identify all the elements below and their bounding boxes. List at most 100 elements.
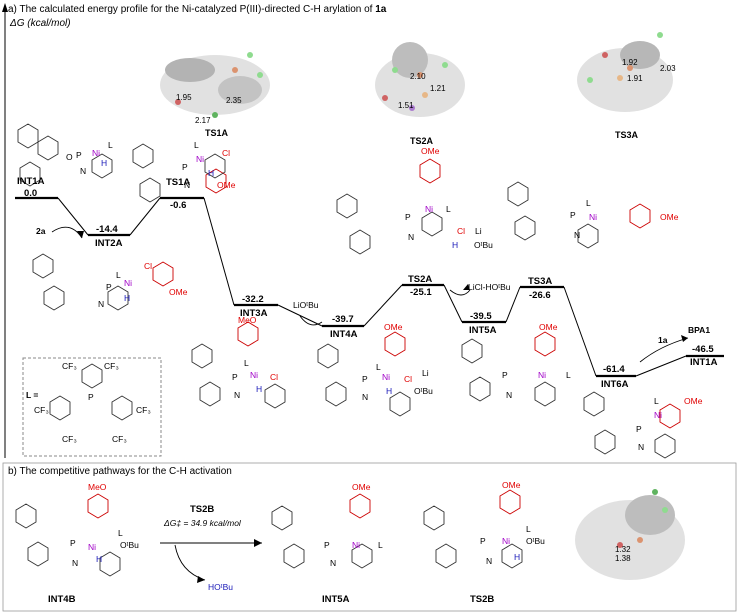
y-axis-label: ΔG (kcal/mol) bbox=[10, 18, 71, 29]
ts1a-dist-3: 2.17 bbox=[195, 116, 211, 125]
ts2a-dist-2: 1.21 bbox=[430, 84, 446, 93]
ts1a-dist-1: 1.95 bbox=[176, 93, 192, 102]
int5a-b-n: N bbox=[330, 558, 337, 568]
byproduct-hotbu: HOᵗBu bbox=[208, 582, 234, 592]
ts3a-image-label: TS3A bbox=[615, 130, 639, 140]
ts2b-h: H bbox=[514, 552, 521, 562]
ts3a-dist-1: 1.92 bbox=[622, 58, 638, 67]
ts2a-image-label: TS2A bbox=[410, 136, 434, 146]
int5a-bot-ome: OMe bbox=[539, 322, 558, 332]
ts2a-ome: OMe bbox=[421, 146, 440, 156]
ts1a-image-label: TS1A bbox=[205, 128, 229, 138]
ts2b-n: N bbox=[486, 556, 493, 566]
energy-ts2a: -25.1 bbox=[410, 287, 432, 298]
ligand-box bbox=[22, 357, 162, 457]
int1a-l: L bbox=[108, 140, 113, 150]
int1a-n: N bbox=[80, 166, 87, 176]
int2a-cl: Cl bbox=[144, 261, 153, 271]
int1a-ni: Ni bbox=[92, 148, 101, 158]
ligand-label: L = bbox=[26, 390, 39, 400]
ts3a-dist-3: 1.91 bbox=[627, 74, 643, 83]
int5a-b-p: P bbox=[324, 540, 330, 550]
ts2a-otbu: OᵗBu bbox=[474, 240, 493, 250]
label-ts2b: TS2B bbox=[470, 594, 495, 605]
int5a-bot-ni: Ni bbox=[538, 370, 547, 380]
ts1a-l: L bbox=[194, 140, 199, 150]
ts2b-barrier: ΔG‡ = 34.9 kcal/mol bbox=[164, 518, 241, 528]
ligand-cf3-5: CF₃ bbox=[62, 434, 77, 444]
ts2b-p: P bbox=[480, 536, 486, 546]
section-b-frame bbox=[2, 462, 737, 612]
section-b-title: b) The competitive pathways for the C-H … bbox=[8, 466, 232, 477]
int5a-top-n: N bbox=[574, 230, 581, 240]
ts2b-otbu: OᵗBu bbox=[526, 536, 545, 546]
ligand-p: P bbox=[88, 392, 94, 402]
reagent-1a: 1a bbox=[658, 335, 668, 345]
int1a-h: H bbox=[101, 158, 108, 168]
ts1a-dist-2: 2.35 bbox=[226, 96, 242, 105]
int4b-meo: MeO bbox=[88, 482, 107, 492]
ts2a-l: L bbox=[446, 204, 451, 214]
int4b-p: P bbox=[70, 538, 76, 548]
int2a-l: L bbox=[116, 270, 121, 280]
ts2a-p: P bbox=[405, 212, 411, 222]
int2a-ni: Ni bbox=[124, 278, 133, 288]
label-int1a-end: INT1A bbox=[690, 357, 718, 368]
ts2b-dist-2: 1.38 bbox=[615, 554, 631, 563]
ts2b-ome: OMe bbox=[502, 480, 521, 490]
int5a-bot-l: L bbox=[566, 370, 571, 380]
label-int4b: INT4B bbox=[48, 594, 76, 605]
section-a-title: a) The calculated energy profile for the… bbox=[8, 4, 387, 15]
energy-int6a: -61.4 bbox=[603, 364, 625, 375]
ts1a-n: N bbox=[184, 180, 191, 190]
ts2a-li: Li bbox=[475, 226, 482, 236]
int3a-n: N bbox=[234, 390, 241, 400]
label-int1a: INT1A bbox=[17, 176, 45, 187]
ts1a-ni: Ni bbox=[196, 154, 205, 164]
energy-int2a: -14.4 bbox=[96, 224, 118, 235]
ts2a-cl: Cl bbox=[457, 226, 466, 236]
int3a-l: L bbox=[244, 358, 249, 368]
int3a-p: P bbox=[232, 372, 238, 382]
ts3a-model bbox=[577, 32, 673, 112]
ligand-cf3-4: CF₃ bbox=[136, 405, 151, 415]
energy-ts1a: -0.6 bbox=[170, 200, 187, 211]
connectors bbox=[57, 197, 687, 377]
int3a-h: H bbox=[256, 384, 263, 394]
int5a-top-l: L bbox=[586, 198, 591, 208]
int5a-b-l: L bbox=[378, 540, 383, 550]
int2a-n: N bbox=[98, 299, 105, 309]
int4a-otbu: OᵗBu bbox=[414, 386, 433, 396]
ts2a-model bbox=[375, 42, 465, 117]
int4a-h: H bbox=[386, 386, 393, 396]
int4b-ni: Ni bbox=[88, 542, 97, 552]
int4a-n: N bbox=[362, 392, 369, 402]
structure-sketches bbox=[15, 123, 681, 577]
int5a-top-ome: OMe bbox=[660, 212, 679, 222]
label-int5a: INT5A bbox=[469, 325, 497, 336]
int4a-l: L bbox=[376, 362, 381, 372]
label-ts1a: TS1A bbox=[166, 177, 191, 188]
int1a-p: P bbox=[76, 150, 82, 160]
energy-int1a: 0.0 bbox=[24, 188, 38, 199]
int5a-bot-n: N bbox=[506, 390, 513, 400]
int4a-ome: OMe bbox=[384, 322, 403, 332]
reagent-liotbu: LiOᵗBu bbox=[293, 300, 319, 310]
int4a-cl: Cl bbox=[404, 374, 413, 384]
energy-int3a: -32.2 bbox=[242, 294, 264, 305]
ts3a-dist-2: 2.03 bbox=[660, 64, 676, 73]
int5a-top-ni: Ni bbox=[589, 212, 598, 222]
label-ts2a: TS2A bbox=[408, 274, 433, 285]
int1a-o: O bbox=[66, 152, 73, 162]
ligand-cf3-3: CF₃ bbox=[34, 405, 49, 415]
reagent-2a: 2a bbox=[36, 226, 46, 236]
energy-ts3a: -26.6 bbox=[529, 290, 551, 301]
int2a-h: H bbox=[124, 293, 131, 303]
ts1a-p: P bbox=[182, 162, 188, 172]
int4b-l: L bbox=[118, 528, 123, 538]
label-ts3a: TS3A bbox=[528, 276, 553, 287]
ts2b-ni: Ni bbox=[502, 536, 511, 546]
int3a-meo: MeO bbox=[238, 315, 257, 325]
int3a-cl: Cl bbox=[270, 372, 279, 382]
label-int5a-b: INT5A bbox=[322, 594, 350, 605]
